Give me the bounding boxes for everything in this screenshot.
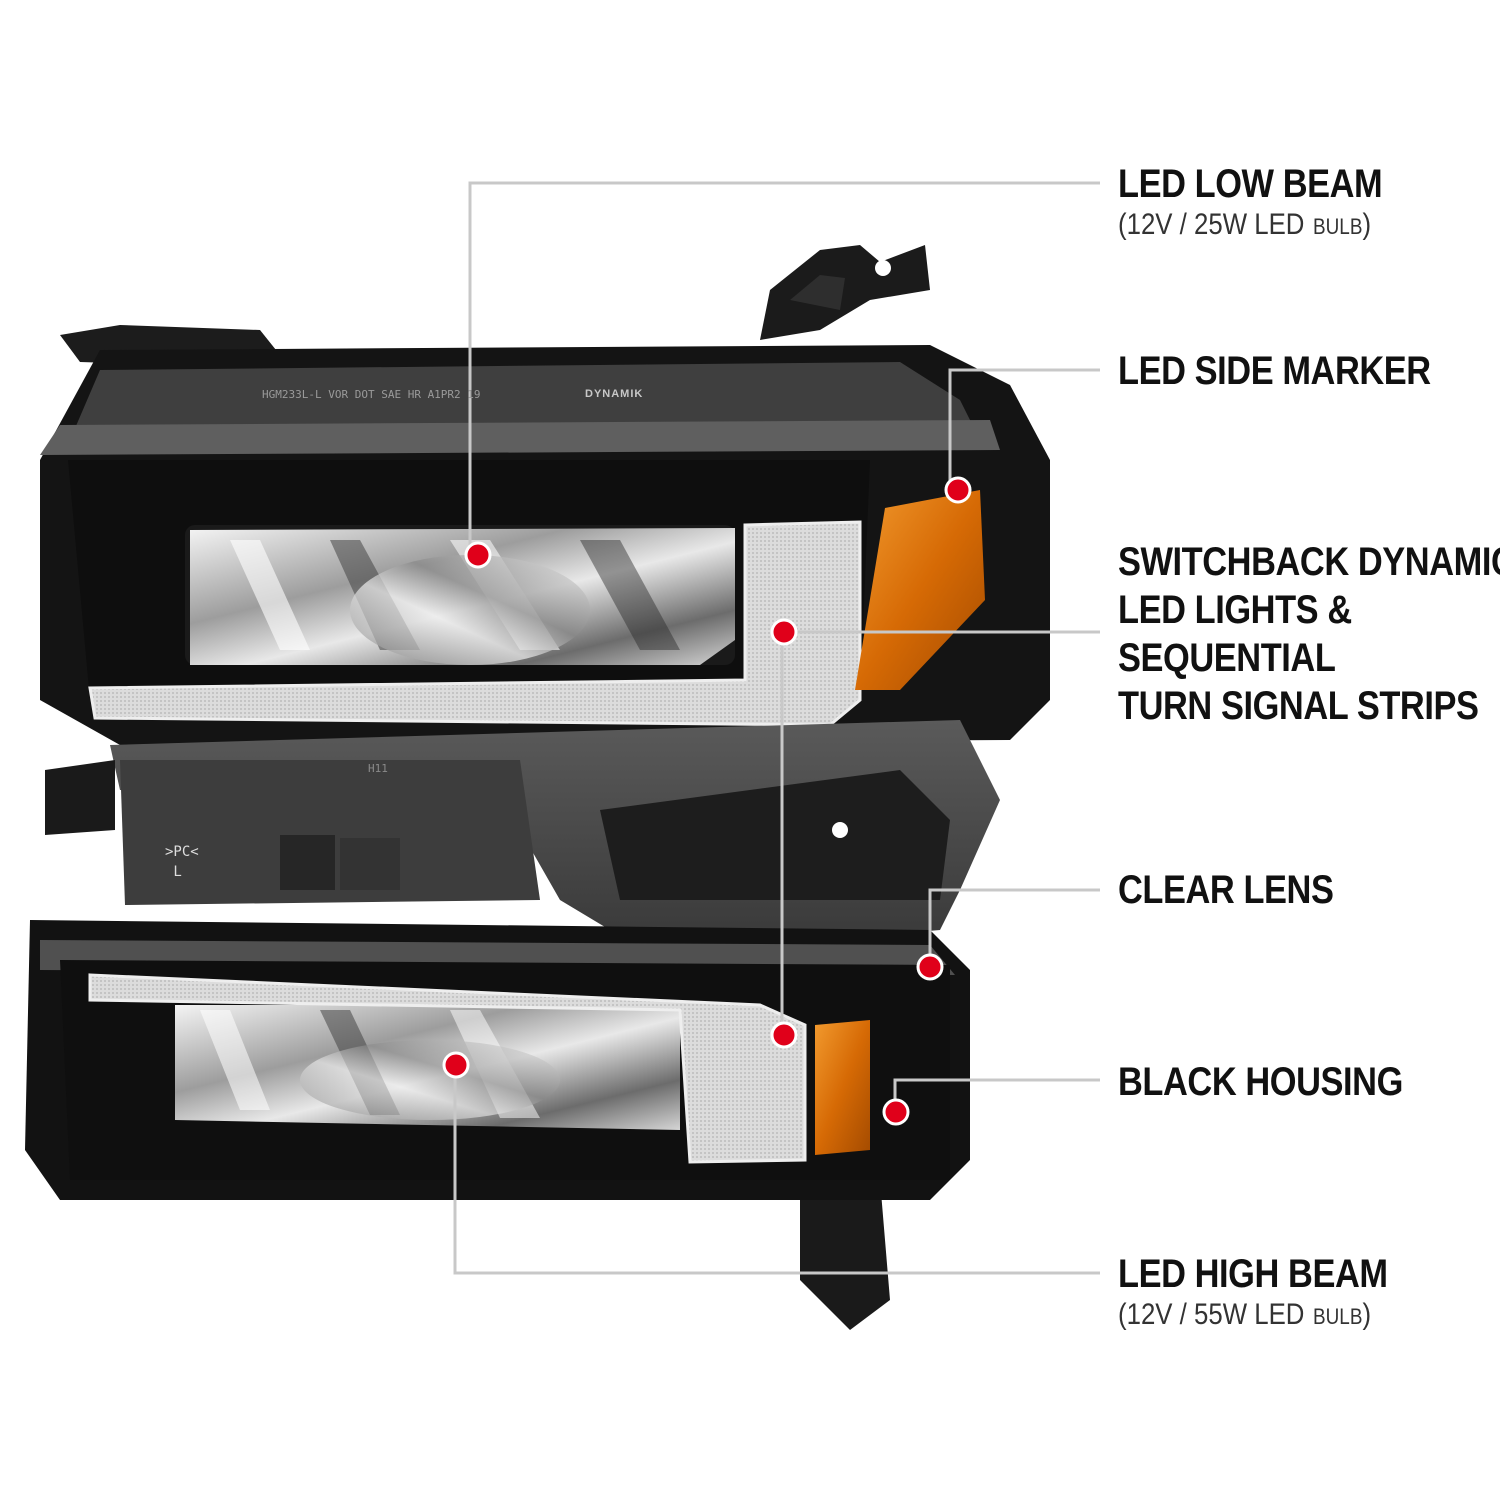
callout-dots bbox=[442, 476, 972, 1126]
middle-grey-body bbox=[45, 720, 1000, 940]
callout-line-clear-lens bbox=[928, 888, 1100, 965]
high-beam-reflector bbox=[175, 1005, 680, 1130]
sub-value: 12V / 55W LED bbox=[1126, 1298, 1305, 1331]
amber-side-marker-lower bbox=[815, 1020, 870, 1155]
low-beam-reflector bbox=[190, 528, 735, 665]
label-black-housing: BLACK HOUSING bbox=[1118, 1060, 1403, 1104]
sub-close: ) bbox=[1362, 1298, 1372, 1331]
callout-dot-switchback-upper bbox=[770, 618, 798, 646]
callout-dot-side-marker bbox=[944, 476, 972, 504]
callout-lines bbox=[453, 181, 1100, 1275]
callout-dot-black-housing bbox=[882, 1098, 910, 1126]
callout-dot-switchback-lower bbox=[770, 1021, 798, 1049]
sublabel-led-low-beam: (12V / 25W LED BULB) bbox=[1118, 208, 1371, 244]
amber-side-marker bbox=[855, 490, 985, 690]
bulb-code: H11 bbox=[368, 762, 388, 775]
callout-dot-low-beam bbox=[464, 541, 492, 569]
callout-line-high-beam bbox=[453, 1065, 1100, 1275]
sub-close: ) bbox=[1362, 208, 1372, 241]
callout-dot-high-beam bbox=[442, 1051, 470, 1079]
sub-unit: BULB bbox=[1313, 214, 1363, 239]
mounting-bracket-bottom bbox=[800, 1180, 890, 1330]
callout-dot-clear-lens bbox=[916, 953, 944, 981]
brand-logo: DYNAMIK bbox=[585, 388, 644, 400]
switchback-line-4: TURN SIGNAL STRIPS bbox=[1118, 684, 1479, 728]
mounting-bracket-top-right bbox=[760, 245, 930, 340]
sublabel-led-high-beam: (12V / 55W LED BULB) bbox=[1118, 1298, 1371, 1334]
switchback-line-1: SWITCHBACK DYNAMIC bbox=[1118, 540, 1500, 584]
label-clear-lens: CLEAR LENS bbox=[1118, 868, 1334, 912]
callout-line-side-marker bbox=[948, 368, 1100, 490]
switchback-line-2: LED LIGHTS & bbox=[1118, 588, 1352, 632]
dot-stamp: HGM233L-L VOR DOT SAE HR A1PR2 19 bbox=[262, 388, 481, 401]
label-led-low-beam: LED LOW BEAM bbox=[1118, 162, 1383, 206]
material-mark: >PC< L bbox=[165, 844, 199, 880]
sub-open: ( bbox=[1118, 1298, 1127, 1331]
sub-value: 12V / 25W LED bbox=[1126, 208, 1305, 241]
callout-line-low-beam bbox=[468, 181, 1100, 555]
label-led-high-beam: LED HIGH BEAM bbox=[1118, 1252, 1388, 1296]
switchback-led-strip-lower bbox=[88, 973, 807, 1164]
sub-open: ( bbox=[1118, 208, 1127, 241]
sub-unit: BULB bbox=[1313, 1304, 1363, 1329]
switchback-line-3: SEQUENTIAL bbox=[1118, 636, 1336, 680]
label-led-side-marker: LED SIDE MARKER bbox=[1118, 349, 1431, 393]
label-switchback: SWITCHBACK DYNAMIC LED LIGHTS & SEQUENTI… bbox=[1118, 538, 1500, 730]
